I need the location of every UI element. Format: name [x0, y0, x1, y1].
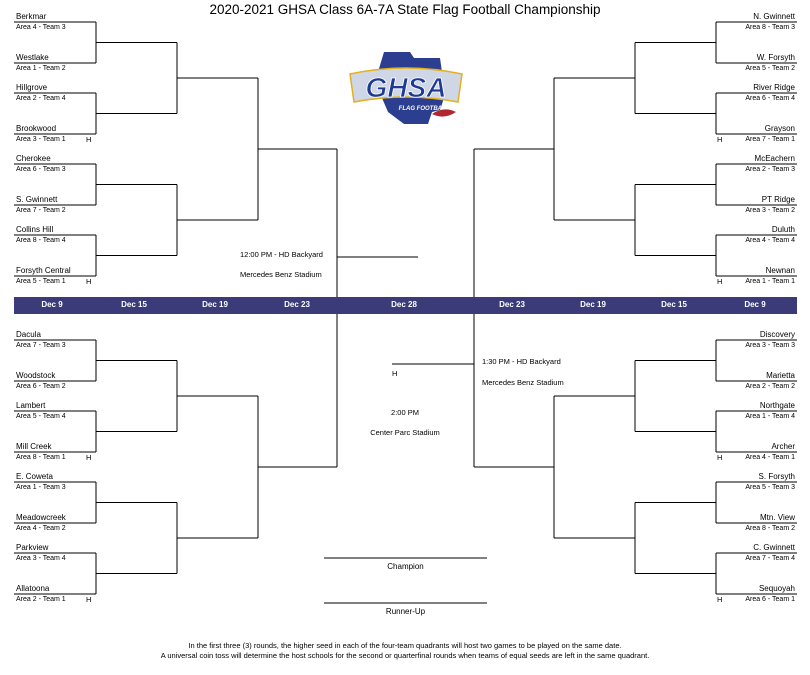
team-seed: Area 5 - Team 2: [745, 65, 795, 72]
team-seed: Area 4 - Team 2: [16, 525, 66, 532]
team-name: Brookwood: [16, 124, 57, 133]
date-round-2-right: Dec 15: [661, 300, 687, 309]
team-seed: Area 7 - Team 2: [16, 207, 66, 214]
team-seed: Area 8 - Team 2: [745, 525, 795, 532]
date-round-4-left: Dec 23: [284, 300, 310, 309]
team-name: Archer: [771, 442, 795, 451]
team-seed: Area 5 - Team 1: [16, 278, 66, 285]
team-name: McEachern: [754, 154, 795, 163]
team-seed: Area 5 - Team 4: [16, 413, 66, 420]
team-seed: Area 1 - Team 3: [16, 484, 66, 491]
footer-rule-2: A universal coin toss will determine the…: [160, 651, 650, 660]
team-name: Forsyth Central: [16, 266, 71, 275]
team-name: S. Forsyth: [758, 472, 795, 481]
team-name: Mtn. View: [760, 513, 795, 522]
team-name: C. Gwinnett: [753, 543, 795, 552]
final-time: 2:00 PM: [391, 408, 419, 417]
team-seed: Area 1 - Team 1: [745, 278, 795, 285]
host-marker: H: [717, 453, 723, 462]
team-seed: Area 4 - Team 4: [745, 237, 795, 244]
date-round-3-right: Dec 19: [580, 300, 606, 309]
date-round-3-left: Dec 19: [202, 300, 228, 309]
team-name: Marietta: [766, 371, 795, 380]
team-seed: Area 3 - Team 4: [16, 555, 66, 562]
logo-name-text: GHSA: [366, 72, 447, 103]
team-name: PT Ridge: [761, 195, 795, 204]
team-name: Meadowcreek: [16, 513, 66, 522]
logo-tagline-text: FLAG FOOTBALL: [399, 106, 450, 112]
team-name: River Ridge: [753, 83, 795, 92]
team-name: Westlake: [16, 53, 49, 62]
team-seed: Area 7 - Team 1: [745, 136, 795, 143]
team-seed: Area 8 - Team 3: [745, 24, 795, 31]
host-marker: H: [86, 453, 92, 462]
team-seed: Area 8 - Team 1: [16, 454, 66, 461]
team-seed: Area 1 - Team 4: [745, 413, 795, 420]
team-seed: Area 6 - Team 4: [745, 95, 795, 102]
page-title: 2020-2021 GHSA Class 6A-7A State Flag Fo…: [209, 2, 601, 17]
date-round-4-right: Dec 23: [499, 300, 525, 309]
champion-label: Champion: [387, 562, 424, 571]
footer-rule-1: In the first three (3) rounds, the highe…: [188, 641, 622, 650]
team-seed: Area 4 - Team 3: [16, 24, 66, 31]
semifinal-right-time: 1:30 PM - HD Backyard: [482, 357, 561, 366]
team-seed: Area 4 - Team 1: [745, 454, 795, 461]
team-name: Mill Creek: [16, 442, 52, 451]
host-marker: H: [717, 135, 723, 144]
final-host-marker: H: [392, 369, 398, 378]
team-name: Collins Hill: [16, 225, 54, 234]
team-seed: Area 1 - Team 2: [16, 65, 66, 72]
team-seed: Area 6 - Team 1: [745, 596, 795, 603]
team-name: W. Forsyth: [756, 53, 795, 62]
team-name: S. Gwinnett: [16, 195, 58, 204]
team-seed: Area 2 - Team 3: [745, 166, 795, 173]
team-seed: Area 6 - Team 3: [16, 166, 66, 173]
host-marker: H: [717, 277, 723, 286]
team-seed: Area 2 - Team 2: [745, 383, 795, 390]
semifinal-left-time: 12:00 PM - HD Backyard: [240, 250, 323, 259]
semifinal-left-venue: Mercedes Benz Stadium: [240, 270, 322, 279]
date-bar: [14, 297, 797, 314]
team-name: Duluth: [771, 225, 795, 234]
team-seed: Area 5 - Team 3: [745, 484, 795, 491]
team-seed: Area 2 - Team 4: [16, 95, 66, 102]
semifinal-right-venue: Mercedes Benz Stadium: [482, 378, 564, 387]
team-name: E. Coweta: [16, 472, 53, 481]
date-round-1-left: Dec 9: [41, 300, 63, 309]
team-name: Sequoyah: [758, 584, 795, 593]
team-name: Allatoona: [16, 584, 50, 593]
team-seed: Area 3 - Team 3: [745, 342, 795, 349]
team-name: Northgate: [759, 401, 795, 410]
team-seed: Area 7 - Team 4: [745, 555, 795, 562]
team-name: Newnan: [765, 266, 795, 275]
team-name: N. Gwinnett: [753, 12, 795, 21]
team-name: Dacula: [16, 330, 41, 339]
date-round-1-right: Dec 9: [744, 300, 766, 309]
team-name: Lambert: [16, 401, 46, 410]
ghsa-logo: GHSA FLAG FOOTBALL: [349, 52, 463, 124]
team-name: Woodstock: [16, 371, 56, 380]
team-seed: Area 3 - Team 2: [745, 207, 795, 214]
team-seed: Area 6 - Team 2: [16, 383, 66, 390]
host-marker: H: [86, 277, 92, 286]
team-seed: Area 2 - Team 1: [16, 596, 66, 603]
date-round-2-left: Dec 15: [121, 300, 147, 309]
host-marker: H: [86, 135, 92, 144]
team-name: Cherokee: [16, 154, 51, 163]
team-name: Grayson: [764, 124, 795, 133]
team-name: Hillgrove: [16, 83, 48, 92]
host-marker: H: [86, 595, 92, 604]
team-name: Discovery: [759, 330, 795, 339]
host-marker: H: [717, 595, 723, 604]
team-seed: Area 8 - Team 4: [16, 237, 66, 244]
team-name: Parkview: [16, 543, 49, 552]
team-name: Berkmar: [16, 12, 47, 21]
team-seed: Area 7 - Team 3: [16, 342, 66, 349]
final-venue: Center Parc Stadium: [370, 428, 440, 437]
team-seed: Area 3 - Team 1: [16, 136, 66, 143]
date-final: Dec 28: [391, 300, 417, 309]
runner-up-label: Runner-Up: [385, 607, 426, 616]
